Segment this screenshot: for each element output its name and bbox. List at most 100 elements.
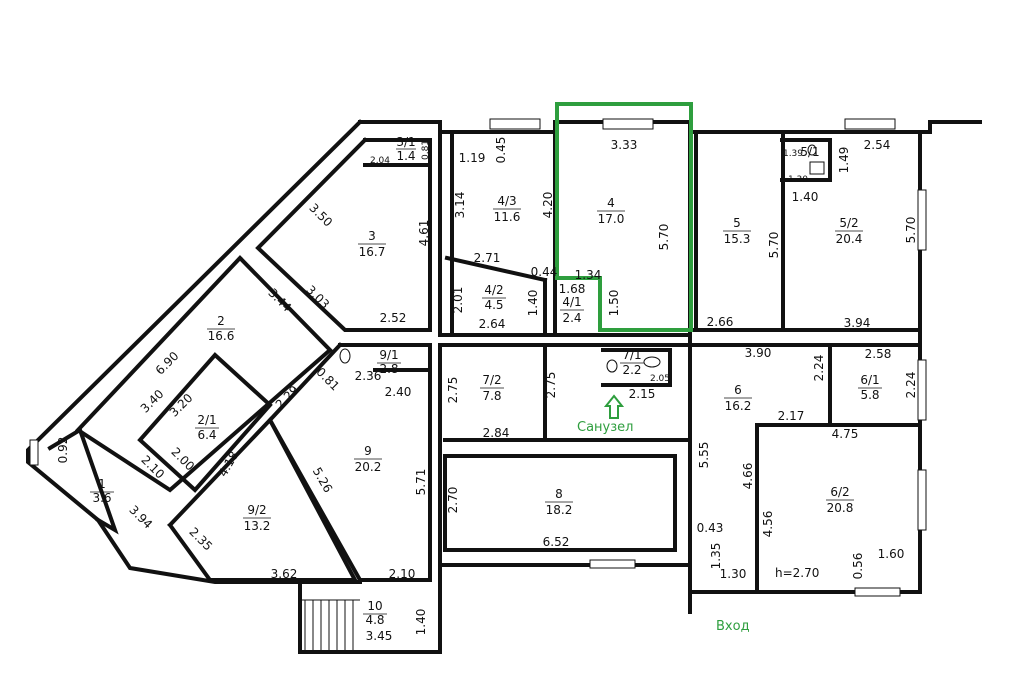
room-id-3: 3: [368, 229, 376, 243]
dim: 4.56: [761, 511, 775, 538]
dim: 1.49: [837, 147, 851, 174]
bathroom-label: Санузел: [577, 420, 633, 435]
dim: 4.61: [417, 220, 431, 247]
dim: 0.44: [531, 265, 558, 279]
room-id-5-1: 5/1: [800, 145, 819, 159]
room-id-5: 5: [733, 216, 741, 230]
dim: 5.70: [767, 232, 781, 259]
dim: 5.55: [697, 442, 711, 469]
room-id-6-1: 6/1: [860, 373, 879, 387]
dim: 2.17: [778, 409, 805, 423]
room-area-1: 3.6: [92, 491, 111, 505]
walls: [26, 119, 982, 654]
dim: 1.34: [575, 268, 602, 282]
dim: 3.33: [611, 138, 638, 152]
dim: 4.20: [541, 192, 555, 219]
room-id-8: 8: [555, 487, 563, 501]
dim: 2.15: [629, 387, 656, 401]
room-id-4-1: 4/1: [562, 295, 581, 309]
room-area-9-1: 2.8: [379, 362, 398, 376]
dim: 5.70: [657, 224, 671, 251]
dim: 3.50: [306, 201, 335, 230]
room-area-6: 16.2: [725, 399, 752, 413]
dim: 2.05: [650, 374, 670, 384]
room-area-5-2: 20.4: [836, 232, 863, 246]
dim: 2.10: [389, 567, 416, 581]
dim: 3.40: [138, 387, 167, 416]
dim: 1.40: [792, 190, 819, 204]
dim: 2.29: [273, 383, 302, 412]
dim: 3.62: [271, 567, 298, 581]
dim: 2.36: [355, 369, 382, 383]
room-area-9-2: 13.2: [244, 519, 271, 533]
dim: 2.66: [707, 315, 734, 329]
dim: 4.66: [741, 463, 755, 490]
room-id-5-2: 5/2: [839, 216, 858, 230]
dim: 5.26: [310, 465, 335, 495]
dim: 5.71: [414, 469, 428, 496]
dim: 2.75: [446, 377, 460, 404]
ceiling-height-label: h=2.70: [775, 566, 819, 580]
dim: 1.39: [783, 149, 803, 159]
toilet-icon: [339, 144, 825, 373]
room-id-9-2: 9/2: [247, 503, 266, 517]
dim: 2.52: [380, 311, 407, 325]
room-id-7-1: 7/1: [622, 348, 641, 362]
room-area-7-2: 7.8: [482, 389, 501, 403]
dim: 2.40: [385, 385, 412, 399]
room-area-4-1: 2.4: [562, 311, 581, 325]
dim: 1.35: [709, 543, 723, 570]
room-id-4-3: 4/3: [497, 194, 516, 208]
room-area-9: 20.2: [355, 460, 382, 474]
room-id-7-2: 7/2: [482, 373, 501, 387]
dim: 1.30: [720, 567, 747, 581]
room-area-3-1: 1.4: [396, 149, 415, 163]
room-area-4-3: 11.6: [494, 210, 521, 224]
entrance-label: Вход: [716, 619, 750, 634]
dim: 2.64: [479, 317, 506, 331]
room-area-4-2: 4.5: [484, 298, 503, 312]
dim: 2.71: [474, 251, 501, 265]
dim: 3.94: [844, 316, 871, 330]
room-id-2: 2: [217, 314, 225, 328]
room-area-10: 4.8: [365, 613, 384, 627]
stairs: [300, 599, 360, 650]
room-area-6-1: 5.8: [860, 388, 879, 402]
dim: 2.54: [864, 138, 891, 152]
windows: [29, 118, 927, 597]
dim: 1.40: [526, 290, 540, 317]
room-area-4: 17.0: [598, 212, 625, 226]
dim: 0.81: [313, 365, 342, 394]
dim: 1.68: [559, 282, 586, 296]
room-area-6-2: 20.8: [827, 501, 854, 515]
room-id-2-1: 2/1: [197, 413, 216, 427]
dim: 3.45: [366, 629, 393, 643]
room-id-6-2: 6/2: [830, 485, 849, 499]
dim: 3.20: [167, 391, 196, 420]
dim: 0.56: [851, 553, 865, 580]
room-labels: 3/1 1.4 3 16.7 4/3 11.6 4 17.0 5 15.3 5/…: [90, 135, 882, 627]
room-area-5: 15.3: [724, 232, 751, 246]
room-area-2-1: 6.4: [197, 428, 216, 442]
dim: 0.92: [56, 437, 70, 464]
dim: 2.01: [451, 287, 465, 314]
dim: 2.70: [446, 487, 460, 514]
dim: 1.50: [607, 290, 621, 317]
room-id-10: 10: [367, 599, 382, 613]
dim: 2.04: [370, 156, 390, 166]
dim: 0.45: [494, 137, 508, 164]
dim: 3.94: [126, 503, 155, 532]
room-id-4: 4: [607, 196, 615, 210]
dim: 2.24: [904, 372, 918, 399]
dim: 2.35: [186, 525, 215, 554]
dim: 3.90: [745, 346, 772, 360]
dim: 6.52: [543, 535, 570, 549]
room-id-6: 6: [734, 383, 742, 397]
highlight-room-4: [555, 102, 693, 332]
room-area-7-1: 2.2: [622, 363, 641, 377]
room-id-9: 9: [364, 444, 372, 458]
dim: 1.60: [878, 547, 905, 561]
dim: 6.90: [153, 349, 182, 378]
dim: 2.75: [544, 372, 558, 399]
dim: 4.75: [832, 427, 859, 441]
